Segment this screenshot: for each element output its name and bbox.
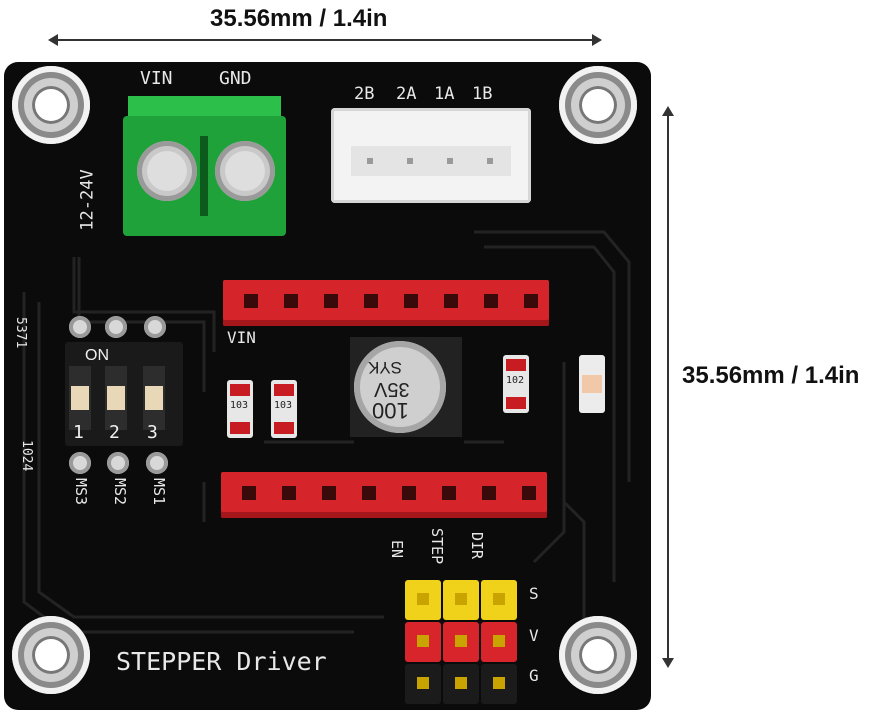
header-pin-step-signal[interactable] xyxy=(443,580,479,620)
header-pin-en-vcc[interactable] xyxy=(405,622,441,662)
mounting-hole xyxy=(12,616,90,694)
header-pin-step-gnd[interactable] xyxy=(443,664,479,704)
ms3-label: MS3 xyxy=(72,478,90,506)
signal-row-label: S xyxy=(529,584,539,603)
capacitor-brand: SYK xyxy=(368,358,403,377)
electrolytic-capacitor: SYK 35V 100 xyxy=(350,337,462,437)
motor-label-1b: 1B xyxy=(472,84,493,104)
dip-switch-2[interactable] xyxy=(105,366,127,430)
dip-switch-3[interactable] xyxy=(143,366,165,430)
terminal-screw xyxy=(215,141,275,201)
board-title: STEPPER Driver xyxy=(116,647,327,676)
dip-number-2: 2 xyxy=(109,422,120,443)
microstep-dip-switch[interactable]: ON 1 2 3 xyxy=(65,342,183,446)
motor-label-1a: 1A xyxy=(434,84,455,104)
resistor-code-right: 102 xyxy=(506,375,525,386)
motor-connector xyxy=(331,108,531,203)
dip-switch-1[interactable] xyxy=(69,366,91,430)
step-label: STEP xyxy=(428,528,446,565)
resistor: 103 xyxy=(271,380,297,438)
dip-number-1: 1 xyxy=(73,422,84,443)
motor-label-2b: 2B xyxy=(354,84,375,104)
side-code-label: 5371 xyxy=(13,317,28,349)
header-pin-step-vcc[interactable] xyxy=(443,622,479,662)
header-pin-en-gnd[interactable] xyxy=(405,664,441,704)
height-dimension-label: 35.56mm / 1.4in xyxy=(682,362,860,389)
ms2-label: MS2 xyxy=(111,478,129,506)
side-code-label-2: 1024 xyxy=(19,440,34,472)
resistor-code: 103 xyxy=(274,400,293,411)
header-pin-en-signal[interactable] xyxy=(405,580,441,620)
vin-label: VIN xyxy=(140,68,173,89)
dip-number-3: 3 xyxy=(147,422,158,443)
header-vin-label: VIN xyxy=(227,328,256,347)
width-dimension-arrow xyxy=(48,34,602,46)
mounting-hole xyxy=(12,66,90,144)
header-pin-dir-signal[interactable] xyxy=(481,580,517,620)
dir-label: DIR xyxy=(468,532,486,560)
ms1-label: MS1 xyxy=(150,478,168,506)
resistor-code: 103 xyxy=(230,400,249,411)
resistor: 103 xyxy=(227,380,253,438)
header-pin-dir-vcc[interactable] xyxy=(481,622,517,662)
ground-row-label: G xyxy=(529,666,539,685)
motor-label-2a: 2A xyxy=(396,84,417,104)
driver-header-bottom xyxy=(221,472,547,518)
terminal-screw xyxy=(137,141,197,201)
width-dimension-label: 35.56mm / 1.4in xyxy=(210,5,388,32)
gnd-label: GND xyxy=(219,68,252,89)
voltage-row-label: V xyxy=(529,626,539,645)
led xyxy=(579,355,605,413)
driver-header-top xyxy=(223,280,549,326)
height-dimension-arrow xyxy=(662,106,674,668)
mounting-hole xyxy=(559,616,637,694)
power-screw-terminal xyxy=(123,96,286,236)
mounting-hole xyxy=(559,66,637,144)
resistor: 102 xyxy=(503,355,529,413)
capacitor-value: 100 xyxy=(372,398,409,423)
en-label: EN xyxy=(388,540,406,559)
header-pin-dir-gnd[interactable] xyxy=(481,664,517,704)
dip-on-label: ON xyxy=(85,347,109,364)
voltage-label: 12-24V xyxy=(77,169,98,231)
